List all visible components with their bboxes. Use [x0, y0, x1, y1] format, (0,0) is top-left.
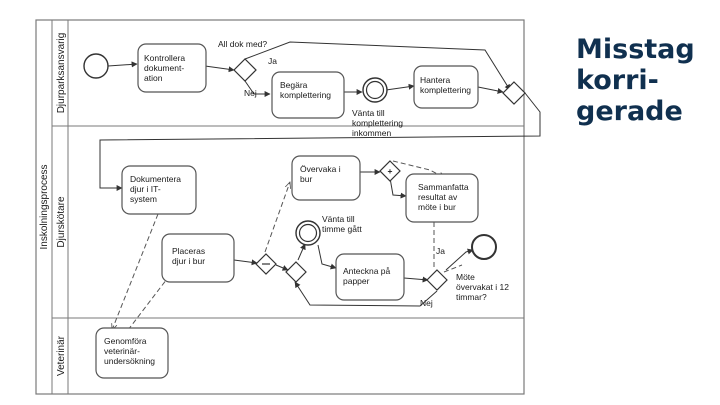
flow-decision-to-sammanfatta — [443, 264, 463, 273]
end-event — [471, 234, 497, 260]
task-genomfora-line-1: Genomföra — [104, 336, 147, 346]
task-begara — [271, 71, 345, 119]
flow-gateway-nej — [244, 80, 271, 97]
slide-title-line-1: Misstag — [576, 34, 695, 65]
task-overvaka-line-2: bur — [300, 174, 312, 184]
flow-placeras-to-gateway — [233, 259, 258, 266]
flow-kontrollera-to-gateway — [204, 65, 235, 73]
task-hantera — [413, 65, 479, 109]
task-overvaka — [291, 155, 361, 201]
label-nej-mid: Nej — [420, 298, 433, 308]
lane-label-djurskotare: Djurskötare — [56, 196, 67, 248]
flow-vanta-timme-to-anteckna — [317, 244, 337, 270]
task-placeras-line-1: Placeras — [172, 246, 205, 256]
task-sammanfatta-line-3: möte i bur — [418, 202, 456, 212]
flow-genomfora-to-placeras — [127, 275, 170, 331]
task-placeras — [161, 233, 235, 283]
task-genomfora-line-2: veterinär- — [104, 346, 140, 356]
label-mote-overvakat-3: timmar? — [456, 292, 487, 302]
label-vanta-komplettering-3: inkommen — [352, 128, 391, 138]
task-hantera-line-1: Hantera — [420, 75, 451, 85]
bpmn-diagram: Inskolningsprocess Djurparksansvarig Dju… — [35, 19, 541, 395]
task-anteckna-line-1: Anteckna på — [343, 266, 391, 276]
task-kontrollera-line-2: dokument- — [144, 63, 184, 73]
task-kontrollera-line-3: ation — [144, 73, 163, 83]
label-mote-overvakat-2: övervakat i 12 — [456, 282, 509, 292]
gateway-mote-overvakat — [426, 269, 448, 291]
task-begara-line-1: Begära — [280, 80, 308, 90]
flow-anteckna-to-decision — [403, 276, 429, 283]
slide-title-line-2: korri- — [576, 65, 659, 96]
flow-dokumentera-to-genomfora — [112, 213, 159, 330]
gateway-all-dok-med — [233, 58, 257, 82]
task-placeras-line-2: djur i bur — [172, 256, 205, 266]
label-vanta-timme-2: timme gått — [322, 224, 362, 234]
flow-parallel-to-sammanfatta — [389, 177, 407, 199]
label-vanta-komplettering-2: komplettering — [352, 118, 403, 128]
task-dokumentera-line-1: Dokumentera — [130, 174, 181, 184]
intermediate-event-komplettering-inner — [365, 80, 385, 100]
label-ja-top: Ja — [268, 56, 277, 66]
pool-label: Inskolningsprocess — [39, 164, 50, 249]
task-dokumentera-line-3: system — [130, 194, 157, 204]
flow-vanta-to-hantera — [385, 83, 415, 91]
lane-label-djurparksansvarig: Djurparksansvarig — [56, 33, 67, 114]
flow-hantera-to-merge — [477, 86, 504, 94]
gateway-merge-top — [502, 81, 526, 105]
slide-title: Misstag korri- gerade — [576, 34, 716, 127]
task-kontrollera-line-1: Kontrollera — [144, 53, 185, 63]
task-dokumentera-line-2: djur i IT- — [130, 184, 161, 194]
task-genomfora — [95, 327, 169, 379]
task-sammanfatta-line-1: Sammanfatta — [418, 182, 469, 192]
task-sammanfatta — [405, 173, 479, 223]
lane-label-veterinar: Veterinär — [56, 335, 67, 376]
task-sammanfatta-line-2: resultat av — [418, 192, 458, 202]
label-all-dok-med: All dok med? — [218, 39, 267, 49]
gateway-loop-merge — [285, 261, 307, 283]
task-overvaka-line-1: Övervaka i — [300, 164, 341, 174]
slide-title-line-3: gerade — [576, 96, 683, 127]
intermediate-event-timer-inner — [298, 223, 318, 243]
label-vanta-timme-1: Vänta till — [322, 214, 355, 224]
gateway-parallel-split — [379, 160, 401, 182]
flow-gateway-ja — [244, 41, 511, 91]
gateway-parallel-marker: + — [388, 166, 393, 176]
flow-decision-nej — [294, 281, 438, 307]
label-vanta-komplettering-1: Vänta till — [352, 108, 385, 118]
flow-gateway-to-loop — [275, 264, 289, 271]
task-begara-line-2: komplettering — [280, 90, 331, 100]
flow-decision-ja — [445, 248, 474, 271]
task-kontrollera — [137, 43, 207, 93]
task-genomfora-line-3: undersökning — [104, 356, 155, 366]
flow-start-to-kontrollera — [107, 61, 138, 68]
label-ja-mid: Ja — [436, 246, 445, 256]
label-nej-top: Nej — [244, 88, 257, 98]
task-hantera-line-2: komplettering — [420, 85, 471, 95]
task-anteckna-line-2: papper — [343, 276, 370, 286]
label-mote-overvakat-1: Möte — [456, 272, 475, 282]
flow-gateway-to-overvaka — [264, 182, 290, 253]
task-dokumentera — [121, 165, 197, 215]
flow-loop-to-vanta-timme — [297, 243, 306, 261]
flow-merge-to-dokumentera — [99, 92, 541, 191]
start-event — [83, 53, 109, 79]
task-anteckna — [335, 253, 405, 301]
